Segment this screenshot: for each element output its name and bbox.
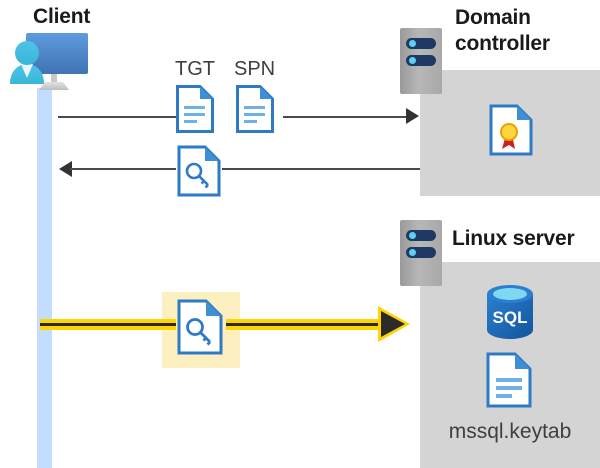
domain-controller-server-icon [400,28,442,94]
sql-database-icon: SQL [483,283,537,341]
flow-line-response [70,168,176,170]
server-led-icon [409,40,416,47]
flow-line-ticket-core-left [40,323,176,326]
flow-arrowhead-request [406,108,419,124]
server-led-icon [409,57,416,64]
tgt-document-icon [176,85,214,133]
client-user-monitor-icon [5,28,97,100]
keytab-document-icon [486,352,532,408]
linux-server-server-icon [400,220,442,286]
server-bar-top [406,38,436,49]
domain-controller-title-line1: Domain [455,6,531,29]
flow-line-response-2 [222,168,420,170]
server-led-icon [409,249,416,256]
server-led-icon [409,232,416,239]
svg-text:SQL: SQL [493,308,528,327]
keytab-filename-label: mssql.keytab [448,420,572,443]
client-lifeline [37,88,52,468]
flow-arrowhead-ticket [381,311,405,337]
certificate-document-icon [489,104,533,156]
spn-label: SPN [234,58,276,80]
tgt-label: TGT [175,58,215,80]
flow-line-request [58,116,176,118]
flow-line-ticket-core-right [226,323,386,326]
client-title: Client [33,5,91,28]
flow-arrowhead-response [59,161,72,177]
server-bar-bottom [406,247,436,258]
service-ticket-document-icon [177,145,221,197]
presented-service-ticket-document-icon [177,299,223,355]
flow-line-request-2 [283,116,408,118]
server-bar-top [406,230,436,241]
linux-server-title: Linux server [452,227,575,250]
domain-controller-title-line2: controller [455,32,550,55]
spn-document-icon [236,85,274,133]
server-bar-bottom [406,55,436,66]
